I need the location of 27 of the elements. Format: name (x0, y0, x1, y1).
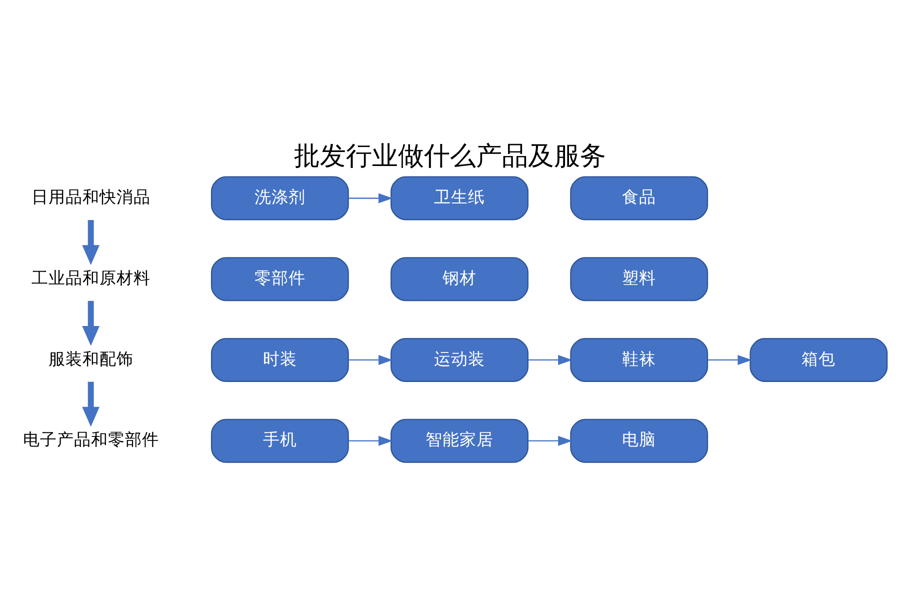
node-box: 运动装 (390, 337, 528, 382)
node-box: 箱包 (750, 337, 888, 382)
node-box: 食品 (570, 176, 708, 220)
arrow (348, 354, 393, 364)
node-box: 塑料 (570, 256, 708, 301)
arrow (348, 435, 393, 446)
arrow (528, 354, 572, 364)
node-text: 日用品和快消品 (31, 187, 150, 206)
arrow (82, 220, 100, 265)
node-text: 服装和配饰 (48, 348, 134, 368)
arrow (528, 435, 572, 446)
diagram-title: 批发行业做什么产品及服务 (294, 140, 606, 171)
node-box: 手机 (210, 418, 349, 462)
node-box: 卫生纸 (390, 176, 528, 220)
node-box: 洗涤剂 (210, 176, 349, 220)
arrow (708, 354, 752, 364)
arrow (348, 192, 393, 203)
node-text: 工业品和原材料 (31, 268, 150, 287)
node-box: 智能家居 (390, 418, 528, 462)
arrow (82, 381, 100, 426)
node-box: 鞋袜 (570, 337, 708, 382)
node-box: 时装 (210, 337, 349, 382)
node-text: 电子产品和零部件 (22, 430, 159, 449)
node-box: 电脑 (570, 418, 708, 462)
node-box: 钢材 (390, 256, 528, 301)
arrow (82, 300, 100, 346)
node-box: 零部件 (210, 256, 349, 301)
